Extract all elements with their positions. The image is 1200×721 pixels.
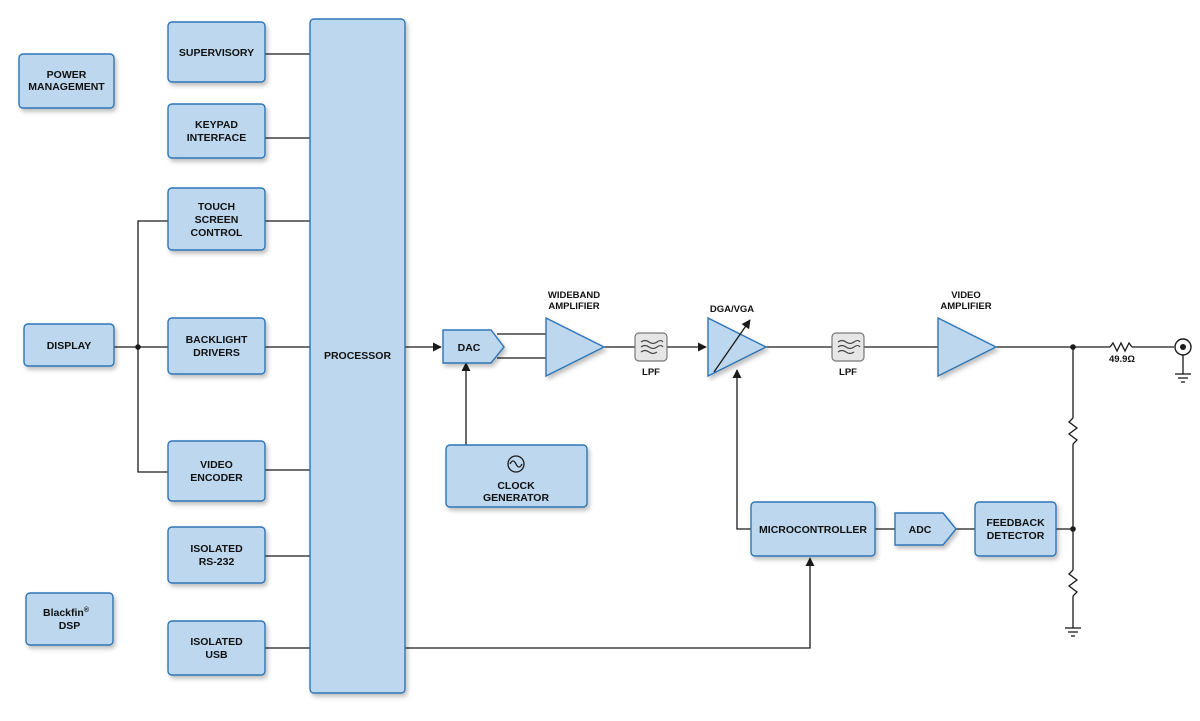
keypad-interface-block: KEYPAD INTERFACE <box>167 103 266 159</box>
wideband-label-2: AMPLIFIER <box>548 301 599 312</box>
backlight-label-1: BACKLIGHT <box>186 334 248 346</box>
power-management-block: POWER MANAGEMENT <box>18 53 115 109</box>
microcontroller-block: MICROCONTROLLER <box>750 501 876 557</box>
wideband-amplifier: WIDEBAND AMPLIFIER <box>545 290 606 378</box>
clock-label-2: GENERATOR <box>483 492 550 504</box>
keypad-label-2: INTERFACE <box>187 132 247 144</box>
dga-vga-amplifier: DGA/VGA <box>707 304 768 378</box>
adc-block: ADC <box>894 512 957 546</box>
touch-screen-control-block: TOUCH SCREEN CONTROL <box>167 187 266 251</box>
dga-triangle <box>707 316 768 378</box>
usb-label-2: USB <box>205 649 228 661</box>
feedback-detector-block: FEEDBACK DETECTOR <box>974 501 1057 557</box>
video-amp-label-1: VIDEO <box>951 290 981 301</box>
video-amp-label-2: AMPLIFIER <box>940 301 991 312</box>
video-encoder-label-2: ENCODER <box>190 472 243 484</box>
touch-label-1: TOUCH <box>198 201 235 213</box>
variable-gain-arrow-icon <box>713 319 751 373</box>
sine-wave-icon <box>507 455 525 473</box>
dac-label: DAC <box>458 342 481 354</box>
lpf-2: LPF <box>831 332 865 378</box>
wires <box>114 53 1191 649</box>
lpf-2-label: LPF <box>839 367 857 378</box>
display-block: DISPLAY <box>23 323 115 367</box>
isolated-rs232-block: ISOLATED RS-232 <box>167 526 266 584</box>
isolated-usb-block: ISOLATED USB <box>167 620 266 676</box>
usb-label-1: ISOLATED <box>190 636 243 648</box>
microcontroller-label: MICROCONTROLLER <box>759 524 867 536</box>
supervisory-block: SUPERVISORY <box>167 21 266 83</box>
lpf-1-filter-icon <box>640 339 664 355</box>
rs232-label-2: RS-232 <box>199 556 235 568</box>
adc-label: ADC <box>909 524 932 536</box>
dga-label: DGA/VGA <box>710 304 754 315</box>
output-connector-icon <box>1174 338 1192 356</box>
clock-label-1: CLOCK <box>497 480 535 492</box>
rs232-label-1: ISOLATED <box>190 543 243 555</box>
video-encoder-block: VIDEO ENCODER <box>167 440 266 502</box>
video-amp-triangle <box>937 316 998 378</box>
dac-block: DAC <box>442 329 505 364</box>
feedback-label-1: FEEDBACK <box>986 517 1045 529</box>
video-amplifier: VIDEO AMPLIFIER <box>937 290 998 378</box>
lpf-2-box <box>831 332 865 362</box>
clock-generator-block: CLOCK GENERATOR <box>445 444 588 508</box>
blackfin-label-2: DSP <box>59 620 81 632</box>
display-label: DISPLAY <box>47 340 92 352</box>
supervisory-label: SUPERVISORY <box>179 47 254 59</box>
wideband-amplifier-triangle <box>545 316 606 378</box>
blackfin-label-1: Blackfin® <box>43 606 90 619</box>
power-management-label-2: MANAGEMENT <box>28 81 105 93</box>
touch-label-3: CONTROL <box>191 227 243 239</box>
processor-label: PROCESSOR <box>324 350 392 362</box>
feedback-label-2: DETECTOR <box>987 530 1045 542</box>
processor-block: PROCESSOR <box>309 18 406 694</box>
lpf-1-box <box>634 332 668 362</box>
power-management-label-1: POWER <box>47 69 87 81</box>
lpf-1: LPF <box>634 332 668 378</box>
lpf-2-filter-icon <box>837 339 861 355</box>
resistor-value-label: 49.9Ω <box>1109 354 1135 365</box>
lpf-1-label: LPF <box>642 367 660 378</box>
backlight-label-2: DRIVERS <box>193 347 240 359</box>
wideband-label-1: WIDEBAND <box>548 290 600 301</box>
video-encoder-label-1: VIDEO <box>200 459 233 471</box>
blackfin-dsp-block: Blackfin® DSP <box>25 592 114 646</box>
touch-label-2: SCREEN <box>195 214 239 226</box>
keypad-label-1: KEYPAD <box>195 119 238 131</box>
backlight-drivers-block: BACKLIGHT DRIVERS <box>167 317 266 375</box>
